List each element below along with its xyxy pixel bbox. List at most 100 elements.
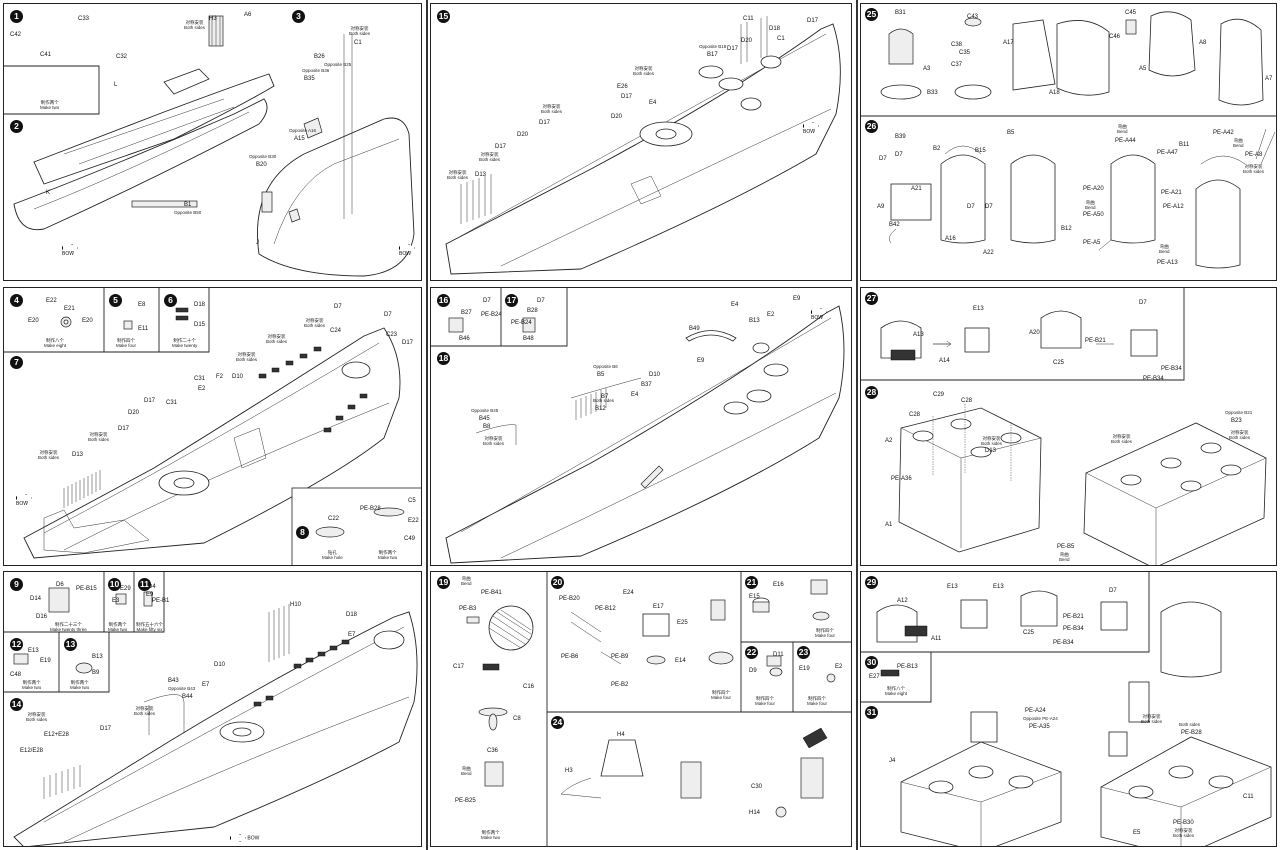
part-label: C22 (328, 516, 340, 522)
step-number: 9 (10, 578, 23, 591)
part-label: A8 (1199, 40, 1207, 46)
panel-steps-25-26: 25 26 B31 C43 C45 A3 B33 C38 C35 C37 A17… (860, 3, 1277, 281)
part-label: B8 (483, 424, 491, 430)
part-label: D17 (100, 726, 112, 732)
step-number: 27 (865, 292, 878, 305)
part-label: D11 (773, 652, 784, 658)
part-label: D17 (727, 46, 739, 52)
panel-steps-27-28: 27 28 A13 A14 E13 A20 PE-B21 C25 D7 PE-B… (860, 287, 1277, 566)
part-label: D7 (1139, 300, 1147, 306)
part-label: E8 (138, 302, 146, 308)
step-number: 19 (437, 576, 450, 589)
step-number: 17 (505, 294, 518, 307)
part-label: H10 (290, 602, 302, 608)
part-label: E11 (138, 326, 149, 332)
part-label: C25 (1023, 630, 1035, 636)
part-label: C11 (743, 16, 754, 22)
part-label: E13 (28, 648, 39, 654)
part-label: PE-A12 (1163, 204, 1184, 210)
part-label: A20 (1029, 330, 1040, 336)
part-label: C16 (523, 684, 535, 690)
part-label: C37 (951, 62, 963, 68)
part-label: PE-A35 (1029, 724, 1050, 730)
step-number: 21 (745, 576, 758, 589)
part-label: D17 (144, 398, 156, 404)
panel-step-15: 15 C1 C11 D17 D20 D17 B17 Opposite B18 D… (430, 3, 852, 281)
panel-steps-9-14: 9 10 11 12 13 14 D6 PE-B15 D14 D16 制作二十三… (3, 571, 422, 847)
part-label: D7 (895, 152, 903, 158)
bow-indicator: BOW (399, 244, 415, 257)
step-number: 16 (437, 294, 450, 307)
part-label: F2 (216, 374, 224, 380)
bow-indicator: BOW (230, 834, 259, 842)
part-label: D17 (402, 340, 414, 346)
part-label: B11 (1179, 142, 1190, 148)
part-label: PE-B12 (595, 606, 616, 612)
part-label: E4 (649, 100, 657, 106)
part-label: L (114, 82, 118, 88)
part-label: PE-B34 (1063, 626, 1084, 632)
assembly-note: Opposite B50 (174, 210, 202, 215)
part-label: C38 (951, 42, 963, 48)
part-label: E9 (146, 592, 154, 598)
part-label: C29 (933, 392, 945, 398)
part-label: PE-B34 (1143, 376, 1164, 382)
part-label: C42 (10, 32, 22, 38)
bow-indicator: BOW (811, 308, 827, 321)
part-label: H4 (617, 732, 625, 738)
part-label: D7 (985, 204, 993, 210)
part-label: E25 (677, 620, 688, 626)
part-label: D9 (749, 668, 757, 674)
part-label: D14 (30, 596, 42, 602)
deck-drawing (4, 288, 421, 565)
step-number: 18 (437, 352, 450, 365)
part-label: A7 (1265, 76, 1273, 82)
part-label: D7 (1109, 588, 1117, 594)
part-label: PE-B15 (76, 586, 97, 592)
part-label: C48 (10, 672, 22, 678)
part-label: C1 (777, 36, 785, 42)
part-label: B9 (92, 670, 100, 676)
part-label: B5 (597, 372, 605, 378)
part-label: E16 (773, 582, 784, 588)
part-label: B17 (707, 52, 718, 58)
step-number: 22 (745, 646, 758, 659)
part-label: E26 (617, 84, 628, 90)
part-label: E9 (697, 358, 705, 364)
part-label: E19 (799, 666, 810, 672)
assembly-note: Opposite A16 (289, 128, 317, 133)
part-label: B20 (256, 162, 267, 168)
bow-indicator: BOW (16, 494, 32, 507)
part-label: D20 (128, 410, 140, 416)
part-label: B2 (933, 146, 941, 152)
part-label: E27 (869, 674, 880, 680)
part-label: B28 (527, 308, 538, 314)
part-label: D13 (985, 448, 997, 454)
part-label: E7 (202, 682, 210, 688)
assembly-note: Opposite B30 (249, 154, 277, 159)
part-label: A6 (244, 12, 252, 18)
part-label: C24 (330, 328, 342, 334)
part-label: PE-A36 (891, 476, 912, 482)
part-label: C28 (961, 398, 973, 404)
part-label: D7 (967, 204, 975, 210)
part-label: PE-A24 (1025, 708, 1046, 714)
part-label: D7 (537, 298, 545, 304)
part-label: PE-A44 (1115, 138, 1136, 144)
step-number: 29 (865, 576, 878, 589)
part-label: B45 (479, 416, 490, 422)
part-label: B37 (641, 382, 652, 388)
part-label: A13 (913, 332, 924, 338)
assembly-note: Opposite B43 (168, 686, 196, 691)
